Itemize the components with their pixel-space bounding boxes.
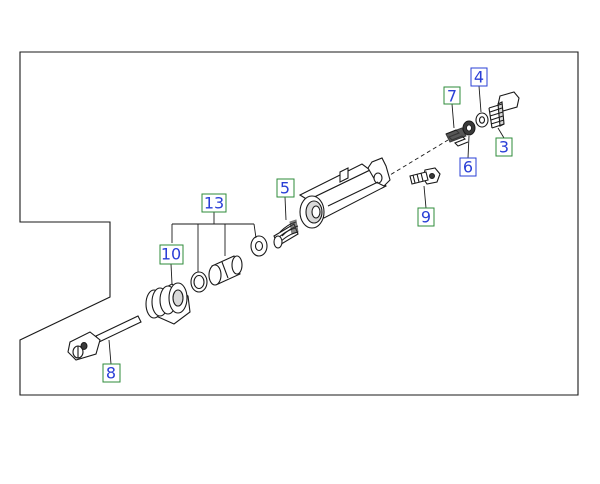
callout-8: 8	[102, 363, 121, 383]
leader-5	[284, 196, 287, 221]
part-washer-large	[250, 235, 268, 257]
leader-3	[497, 127, 505, 139]
svg-text:4: 4	[474, 68, 484, 87]
svg-text:9: 9	[421, 208, 431, 227]
callout-5: 5	[276, 178, 295, 198]
part-seal-ring	[462, 120, 476, 136]
part-small-spring	[445, 127, 469, 147]
svg-text:10: 10	[161, 245, 181, 264]
leader-6	[467, 135, 470, 159]
leader-7	[451, 103, 455, 129]
part-bleed-screw	[409, 167, 441, 185]
leader-13	[171, 212, 257, 272]
part-o-ring	[190, 271, 208, 293]
callout-4: 4	[470, 67, 488, 87]
part-washer-small	[475, 112, 489, 128]
leader-10	[170, 263, 173, 285]
part-cylinder-body	[298, 157, 391, 229]
callout-6: 6	[459, 157, 477, 177]
callout-3: 3	[495, 137, 513, 157]
svg-text:7: 7	[447, 87, 457, 106]
svg-text:3: 3	[499, 138, 509, 157]
part-bolt	[488, 91, 520, 129]
part-return-spring	[273, 219, 299, 249]
leader-4	[478, 85, 482, 113]
svg-text:6: 6	[463, 158, 473, 177]
callout-9: 9	[417, 207, 435, 227]
callout-7: 7	[443, 86, 461, 106]
callout-10: 10	[159, 244, 184, 265]
svg-text:8: 8	[106, 364, 116, 383]
diagram-frame	[19, 51, 579, 396]
part-dust-boot	[145, 282, 191, 325]
svg-text:5: 5	[280, 179, 290, 198]
leader-9	[423, 185, 427, 209]
svg-text:13: 13	[204, 194, 224, 213]
leader-8	[108, 339, 112, 365]
callout-13: 13	[201, 193, 227, 213]
part-piston	[208, 255, 243, 286]
part-push-rod	[67, 315, 142, 361]
assembly-dashed-line	[384, 139, 449, 179]
